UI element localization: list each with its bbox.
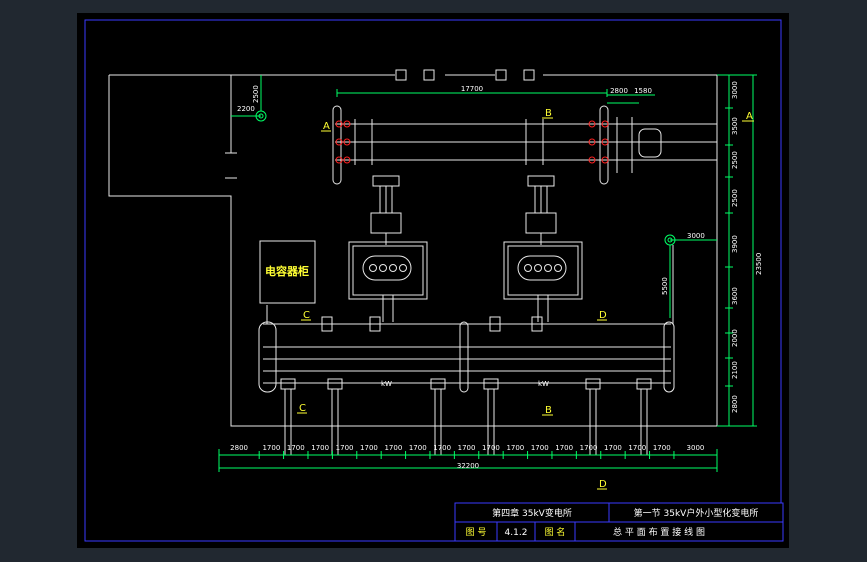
dim-bottom-segment: 1700 — [287, 444, 305, 452]
dim-bottom-segment: 1700 — [433, 444, 451, 452]
dim-right-2100: 2100 — [731, 361, 739, 379]
feeder-bay — [585, 378, 601, 455]
dim-bottom-segment: 1700 — [336, 444, 354, 452]
dim-right-2800: 2800 — [731, 395, 739, 413]
bus-insulators — [335, 120, 609, 164]
transformer-terminal — [531, 316, 543, 332]
lv-switchgear — [258, 245, 675, 393]
dim-bottom-segment: 1700 — [604, 444, 622, 452]
dim-bottom-segment: 1700 — [628, 444, 646, 452]
dim-bottom-segment: 1700 — [531, 444, 549, 452]
drawing-canvas: 电容器柜 — [84, 19, 784, 542]
feeder-bay — [430, 378, 446, 455]
title-drawing-name-label: 图 名 — [545, 526, 566, 538]
drop-leads — [370, 175, 557, 245]
site-boundary — [108, 69, 718, 427]
section-b-top: B — [545, 108, 552, 119]
title-chapter: 第四章 35kV变电所 — [492, 507, 572, 519]
capacitor-cabinet — [259, 240, 316, 304]
switchgear-tag-right: kW — [538, 380, 549, 388]
dim-bottom-segment: 1700 — [580, 444, 598, 452]
drawing-sheet: 电容器柜 — [77, 13, 789, 548]
title-block: 第四章 35kV变电所 第一节 35kV户外小型化变电所 图 号 4.1.2 图… — [454, 502, 784, 542]
dim-bottom-segment: 1700 — [409, 444, 427, 452]
dim-bottom-segment: 3000 — [687, 444, 705, 452]
title-drawing-name: 总 平 面 布 置 接 线 图 — [613, 526, 705, 538]
hv-bus — [332, 105, 717, 185]
dim-bottom-total: 32200 — [457, 462, 479, 470]
dim-bottom-segment: 1700 — [262, 444, 280, 452]
section-d-upper: D — [599, 310, 607, 321]
section-c-upper: C — [303, 310, 310, 321]
dim-bottom-segment: 1700 — [384, 444, 402, 452]
transformer-terminal — [369, 316, 381, 332]
feeder-bay — [327, 378, 343, 455]
dim-bottom-segment: 1700 — [458, 444, 476, 452]
dim-light-pole-3000: 3000 — [687, 232, 705, 240]
right-dimension-ticks — [725, 74, 733, 427]
dim-right-total: 23500 — [755, 253, 763, 275]
dim-bus-span: 17700 — [461, 85, 483, 93]
dim-top-right-2800: 2800 — [610, 87, 628, 95]
main-transformer-2 — [503, 241, 583, 322]
drawing-frame — [84, 19, 782, 542]
dimension-lines — [218, 74, 757, 472]
dim-right-2000: 2000 — [731, 329, 739, 347]
section-c-lower: C — [299, 403, 306, 414]
dim-top-right-1580: 1580 — [634, 87, 652, 95]
bottom-dimension-texts: 2800 1700 1700 1700 1700 1700 1700 1700 1700 1700… — [230, 444, 704, 452]
lighting-pole-icon — [255, 110, 717, 318]
dim-bottom-segment: 1700 — [506, 444, 524, 452]
title-section: 第一节 35kV户外小型化变电所 — [634, 507, 759, 519]
dim-right-3000-top: 3000 — [731, 81, 739, 99]
feeder-bay — [280, 378, 296, 455]
dim-bottom-segment: 1700 — [653, 444, 671, 452]
dim-right-3500: 3500 — [731, 117, 739, 135]
capacitor-cabinet-label: 电容器柜 — [265, 264, 309, 278]
feeder-bay — [636, 378, 652, 455]
dim-left-top-2500: 2500 — [252, 85, 260, 103]
dimension-texts: 2200 2500 17700 2800 1580 3000 3500 2500… — [237, 81, 763, 470]
section-d-lower: D — [599, 479, 607, 490]
dim-light-pole-5500: 5500 — [661, 277, 669, 295]
section-a-right: A — [746, 111, 753, 122]
dim-bottom-segment: 2800 — [230, 444, 248, 452]
bottom-dimension-ticks — [218, 451, 675, 459]
dim-bottom-segment: 1700 — [360, 444, 378, 452]
dim-bottom-segment: 1700 — [482, 444, 500, 452]
dim-left-top-2200: 2200 — [237, 105, 255, 113]
section-a-left: A — [323, 121, 330, 132]
dim-right-3900: 3900 — [731, 235, 739, 253]
dim-right-2500-a: 2500 — [731, 151, 739, 169]
section-b-bottom: B — [545, 405, 552, 416]
section-marker-lines — [297, 117, 754, 490]
feeder-bays — [280, 316, 652, 455]
dim-bottom-segment: 1700 — [555, 444, 573, 452]
title-drawing-no: 4.1.2 — [505, 528, 528, 538]
transformer-terminal — [321, 316, 333, 332]
switchgear-tag-left: kW — [381, 380, 392, 388]
main-transformer-1 — [348, 241, 428, 322]
dim-right-3600: 3600 — [731, 287, 739, 305]
feeder-bay — [483, 378, 499, 455]
section-markers: A A B B C C D D — [299, 108, 753, 490]
dim-right-2500-b: 2500 — [731, 189, 739, 207]
transformer-terminal — [489, 316, 501, 332]
dim-bottom-segment: 1700 — [311, 444, 329, 452]
title-drawing-no-label: 图 号 — [466, 527, 487, 538]
